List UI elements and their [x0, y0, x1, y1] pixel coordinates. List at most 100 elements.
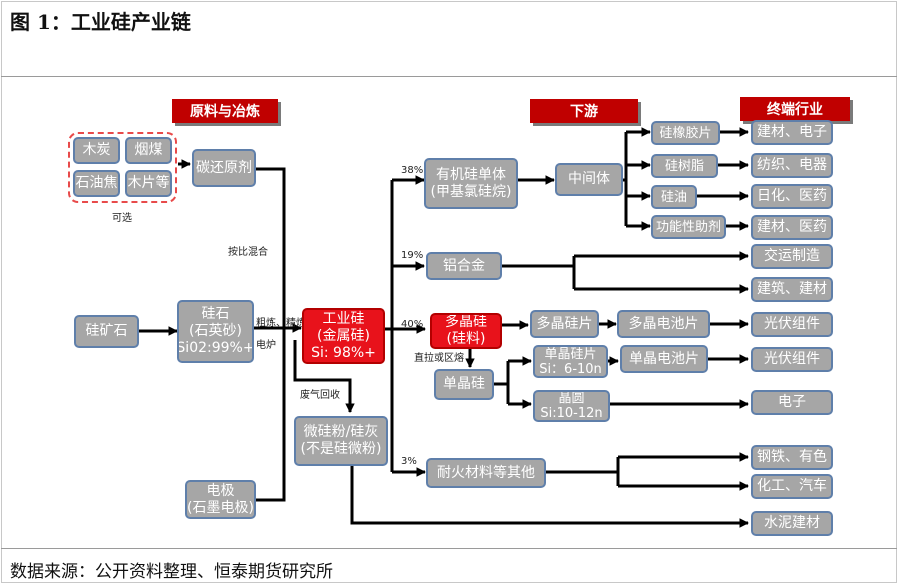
industrial-silicon-subtitle: (金属硅): [317, 327, 370, 344]
reductant-box: 碳还原剂: [192, 149, 256, 187]
mono-cell-box: 单晶电池片: [620, 345, 708, 373]
figure-source: 数据来源：公开资料整理、恒泰期货研究所: [10, 562, 333, 582]
poly-wafer-label: 多晶硅片: [536, 315, 593, 332]
silica-subtitle: (石英砂): [189, 323, 242, 339]
microsilica-box: 微硅粉/硅灰 (不是硅微粉): [294, 416, 388, 466]
mono-wafer-box: 单晶硅片 Si：6-10n: [533, 345, 608, 378]
end-use-9-label: 电子: [778, 394, 806, 410]
end-use-5: 交运制造: [751, 244, 833, 269]
pct-refractory: 3%: [401, 456, 417, 467]
wood-chips-box: 木片等: [125, 170, 172, 197]
silica-box: 硅石 (石英砂) Si02:99%+: [177, 300, 254, 363]
refractory-label: 耐火材料等其他: [437, 464, 535, 481]
end-use-8-label: 光伏组件: [764, 351, 820, 367]
pct-organosilicon: 38%: [401, 165, 424, 176]
end-use-2-label: 纺织、电器: [757, 157, 827, 173]
polysilicon-label: 多晶硅: [445, 314, 487, 330]
optional-reductant-group: [68, 132, 177, 203]
end-use-1: 建材、电子: [751, 120, 833, 145]
microsilica-label: 微硅粉/硅灰: [303, 424, 379, 440]
poly-wafer-box: 多晶硅片: [530, 310, 599, 338]
figure-title: 图 1：工业硅产业链: [10, 10, 191, 34]
end-use-8: 光伏组件: [751, 347, 833, 372]
functional-aids-label: 功能性助剂: [655, 219, 721, 235]
poly-cell-label: 多晶电池片: [628, 315, 699, 332]
silicone-rubber-box: 硅橡胶片: [651, 121, 720, 145]
organosilicon-box: 有机硅单体 (甲基氯硅烷): [424, 158, 518, 209]
end-use-12-label: 水泥建材: [764, 515, 820, 531]
end-use-3-label: 日化、医药: [757, 188, 827, 204]
silicone-oil-box: 硅油: [651, 185, 697, 209]
end-use-11-label: 化工、汽车: [757, 478, 827, 494]
microsilica-subtitle: (不是硅微粉): [300, 441, 382, 457]
pct-polysilicon: 40%: [401, 319, 424, 330]
semi-wafer-label: 晶圆: [558, 391, 585, 406]
poly-cell-box: 多晶电池片: [617, 310, 710, 338]
smelting-label: 粗炼、精炼: [256, 318, 306, 329]
end-use-6-label: 建筑、建材: [757, 281, 827, 297]
furnace-label: 电炉: [256, 340, 276, 351]
mono-wafer-purity: Si：6-10n: [539, 361, 602, 377]
source-divider: [1, 548, 897, 549]
pct-aluminum: 19%: [401, 250, 424, 261]
mix-label: 按比混合: [228, 247, 268, 258]
end-use-10: 钢铁、有色: [751, 445, 833, 470]
fume-recovery-label: 废气回收: [300, 390, 340, 401]
petcoke-box: 石油焦: [73, 170, 120, 197]
organosilicon-subtitle: (甲基氯硅烷): [430, 183, 512, 200]
functional-aids-box: 功能性助剂: [651, 215, 726, 239]
silicone-resin-label: 硅树脂: [664, 158, 704, 174]
header-downstream: 下游: [530, 99, 638, 123]
silica-purity: Si02:99%+: [177, 340, 254, 356]
end-use-1-label: 建材、电子: [757, 124, 827, 140]
mono-cell-label: 单晶电池片: [629, 350, 699, 367]
polysilicon-subtitle: (硅料): [446, 331, 486, 347]
end-use-5-label: 交运制造: [764, 248, 820, 264]
end-use-12: 水泥建材: [751, 511, 833, 536]
cz-fz-label: 直拉或区熔: [414, 353, 464, 364]
silicon-ore-label: 硅矿石: [85, 323, 128, 339]
end-use-10-label: 钢铁、有色: [757, 449, 827, 465]
intermediate-box: 中间体: [555, 163, 623, 196]
mono-wafer-label: 单晶硅片: [544, 346, 597, 362]
end-use-7: 光伏组件: [751, 312, 833, 337]
end-use-9: 电子: [751, 390, 833, 415]
intermediate-label: 中间体: [568, 171, 610, 187]
silicone-rubber-label: 硅橡胶片: [659, 125, 712, 141]
end-use-11: 化工、汽车: [751, 474, 833, 499]
silica-label: 硅石: [201, 306, 230, 322]
mono-silicon-box: 单晶硅: [434, 369, 494, 400]
end-use-7-label: 光伏组件: [764, 316, 820, 332]
reductant-label: 碳还原剂: [196, 159, 252, 176]
silicone-resin-box: 硅树脂: [651, 154, 718, 178]
semi-wafer-box: 晶圆 Si:10-12n: [533, 390, 610, 422]
polysilicon-box: 多晶硅 (硅料): [430, 313, 502, 349]
end-use-3: 日化、医药: [751, 184, 833, 209]
electrode-label: 电极: [206, 482, 235, 499]
refractory-box: 耐火材料等其他: [426, 458, 546, 488]
end-use-2: 纺织、电器: [751, 153, 833, 178]
organosilicon-label: 有机硅单体: [436, 166, 506, 183]
header-end-use: 终端行业: [740, 97, 850, 121]
bitumen-coal-label: 烟煤: [134, 142, 163, 158]
bitumen-coal-box: 烟煤: [125, 137, 172, 164]
aluminum-alloy-label: 铝合金: [443, 257, 485, 274]
wood-chips-label: 木片等: [127, 175, 170, 191]
petcoke-label: 石油焦: [75, 175, 118, 191]
silicon-ore-box: 硅矿石: [74, 315, 139, 348]
industrial-silicon-label: 工业硅: [322, 310, 365, 327]
charcoal-label: 木炭: [82, 142, 111, 158]
electrode-box: 电极 (石墨电极): [185, 480, 256, 519]
end-use-4: 建材、医药: [751, 215, 833, 240]
semi-wafer-purity: Si:10-12n: [540, 406, 603, 421]
header-raw-materials: 原料与冶炼: [172, 99, 278, 123]
industrial-silicon-purity: Si: 98%+: [311, 344, 376, 361]
mono-silicon-label: 单晶硅: [443, 376, 485, 392]
industrial-silicon-box: 工业硅 (金属硅) Si: 98%+: [302, 308, 385, 364]
electrode-subtitle: (石墨电极): [187, 499, 254, 516]
optional-label: 可选: [112, 213, 132, 224]
end-use-4-label: 建材、医药: [757, 219, 827, 235]
title-divider: [1, 76, 897, 77]
